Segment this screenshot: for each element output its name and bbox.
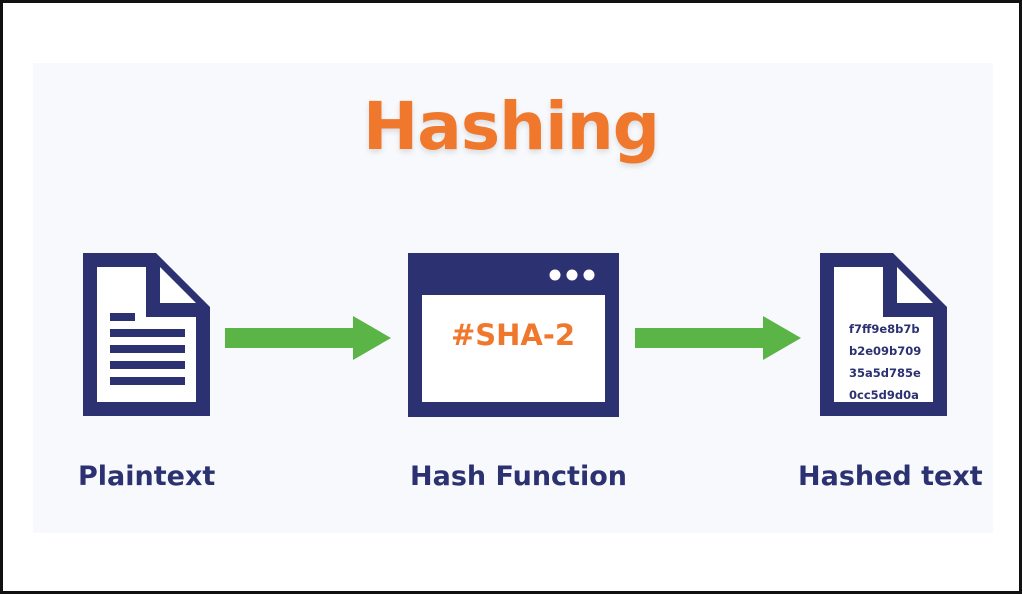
diagram-title: Hashing <box>363 88 660 165</box>
hash-line: b2e09b709 <box>849 344 922 358</box>
hash-line: 35a5d785e <box>849 366 921 380</box>
plaintext-label: Plaintext <box>78 461 216 492</box>
right-arrow-icon <box>225 316 391 360</box>
hash-function-label: Hash Function <box>410 461 627 492</box>
hash-algorithm-label: #SHA-2 <box>450 318 576 352</box>
right-arrow-icon <box>635 316 801 360</box>
hashed-text-label: Hashed text <box>798 461 983 492</box>
hash-line: 0cc5d9d0a <box>849 388 919 402</box>
document-lines-icon <box>83 253 210 416</box>
hash-output-text: f7ff9e8b7b b2e09b709 35a5d785e 0cc5d9d0a <box>849 318 921 406</box>
document-hash-icon <box>820 253 947 416</box>
browser-window-icon <box>408 253 619 417</box>
hash-line: f7ff9e8b7b <box>849 322 920 336</box>
